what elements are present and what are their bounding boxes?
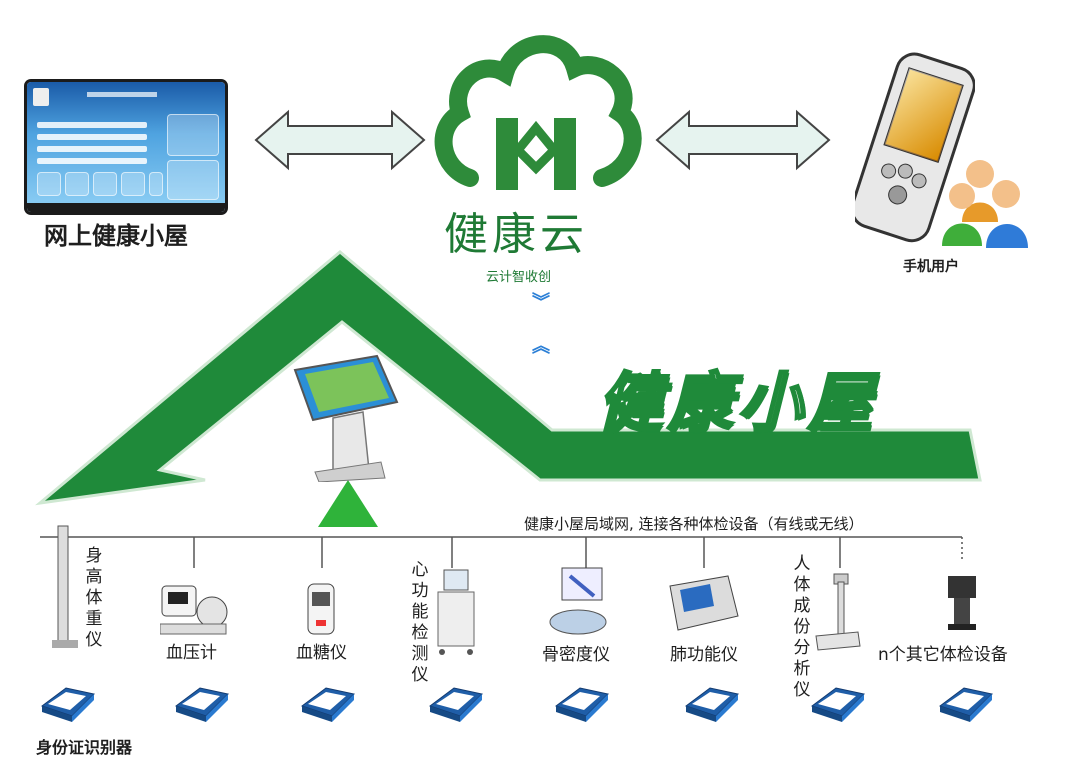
chevron-down-icon: ︾ (532, 292, 550, 313)
double-arrow-left (254, 109, 426, 171)
header-bar (87, 92, 157, 97)
device-label-body-composition: 人体成份分析仪 (793, 554, 811, 700)
device-label-height-weight: 身高体重仪 (85, 546, 103, 650)
blood-pressure-device (160, 585, 228, 635)
pda-device (855, 52, 975, 243)
icon-tile (121, 172, 145, 196)
icon-tile (149, 172, 163, 196)
id-reader-label: 身份证识别器 (36, 738, 133, 757)
list-row (37, 158, 147, 164)
list-row (37, 146, 147, 152)
kiosk (293, 354, 399, 482)
avatar (33, 88, 49, 106)
glucose-meter-device (307, 583, 335, 635)
house-title: 健康小屋 (597, 366, 878, 443)
bone-density-device (549, 567, 607, 635)
device-label-blood-pressure: 血压计 (166, 643, 217, 663)
ecg-device (437, 569, 475, 655)
users-tile (167, 114, 219, 156)
mobile-users-label: 手机用户 (903, 259, 959, 275)
chevron-up-icon: ︽ (532, 336, 550, 357)
icon-tile (37, 172, 61, 196)
id-reader-icon (429, 687, 483, 723)
height-scale-device (52, 525, 78, 648)
id-reader-icon (41, 687, 95, 723)
cloud-title: 健康云 (444, 209, 588, 260)
online-house-label: 网上健康小屋 (44, 222, 188, 250)
lung-function-device (669, 575, 739, 631)
list-row (37, 122, 147, 128)
cloud-tree-logo (434, 35, 642, 190)
device-label-other: n个其它体检设备 (878, 645, 1008, 665)
other-device (948, 576, 976, 630)
device-label-lung-function: 肺功能仪 (670, 645, 738, 665)
device-label-ecg: 心功能检测仪 (411, 560, 429, 685)
id-reader-icon (555, 687, 609, 723)
icon-tile (65, 172, 89, 196)
id-reader-icon (939, 687, 993, 723)
body-composition-device (815, 573, 861, 651)
id-reader-icon (685, 687, 739, 723)
online-house-screen (27, 82, 225, 212)
network-caption: 健康小屋局域网, 连接各种体检设备（有线或无线） (524, 515, 864, 533)
cloud-subtitle: 云计智收创 (486, 270, 552, 285)
id-reader-icon (301, 687, 355, 723)
device-label-bone-density: 骨密度仪 (542, 645, 610, 665)
users-icon (942, 160, 1028, 248)
eye-tile (167, 160, 219, 200)
list-row (37, 134, 147, 140)
taskbar (27, 203, 225, 212)
id-reader-icon (811, 687, 865, 723)
device-label-glucose: 血糖仪 (296, 643, 347, 663)
id-reader-icon (175, 687, 229, 723)
double-arrow-right (655, 109, 831, 171)
icon-tile (93, 172, 117, 196)
